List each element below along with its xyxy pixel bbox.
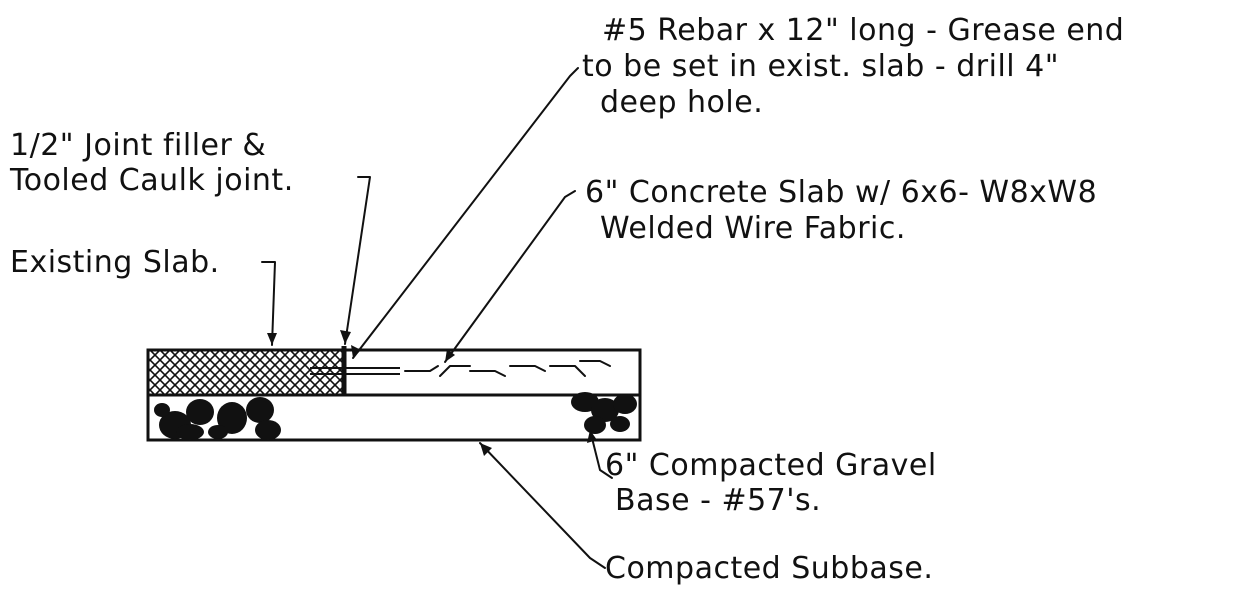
svg-text:1/2" Joint filler &: 1/2" Joint filler & <box>10 128 266 163</box>
rebar-leader <box>352 67 579 359</box>
subbase-leader <box>479 442 606 569</box>
concrete-arrowhead <box>445 349 455 362</box>
svg-text:Tooled Caulk joint.: Tooled Caulk joint. <box>9 163 294 198</box>
existing-note: Existing Slab. <box>10 245 220 280</box>
svg-text:6" Compacted Gravel: 6" Compacted Gravel <box>605 448 937 483</box>
svg-text:Existing Slab.: Existing Slab. <box>10 245 220 280</box>
svg-text:#5 Rebar x 12" long - Grease e: #5 Rebar x 12" long - Grease end <box>602 13 1124 48</box>
joint-leader <box>344 176 371 345</box>
joint-arrowhead <box>340 330 351 344</box>
concrete-slab <box>342 348 642 397</box>
svg-text:deep hole.: deep hole. <box>600 85 763 120</box>
joint-note: 1/2" Joint filler & Tooled Caulk joint. <box>9 128 294 198</box>
svg-text:Base - #57's.: Base - #57's. <box>615 483 821 518</box>
existing-arrowhead <box>267 333 277 345</box>
rebar-arrowhead <box>351 345 361 358</box>
existing-slab <box>146 348 346 397</box>
rebar-dowel <box>310 367 400 375</box>
gravel-stones-left <box>154 397 281 440</box>
concrete-note: 6" Concrete Slab w/ 6x6- W8xW8 Welded Wi… <box>585 175 1097 246</box>
welded-wire-fabric <box>404 360 611 377</box>
concrete-leader <box>444 190 576 363</box>
svg-text:Compacted Subbase.: Compacted Subbase. <box>605 551 933 586</box>
subbase-note: Compacted Subbase. <box>605 551 933 586</box>
svg-text:Welded Wire Fabric.: Welded Wire Fabric. <box>600 211 906 246</box>
rebar-note: #5 Rebar x 12" long - Grease end to be s… <box>582 13 1124 120</box>
svg-text:6" Concrete Slab w/ 6x6- W8xW8: 6" Concrete Slab w/ 6x6- W8xW8 <box>585 175 1097 210</box>
existing-leader <box>261 261 276 346</box>
gravel-leader <box>589 429 613 479</box>
subbase-arrowhead <box>480 443 492 456</box>
svg-text:to be set in exist. slab - dri: to be set in exist. slab - drill 4" <box>582 49 1059 84</box>
gravel-note: 6" Compacted Gravel Base - #57's. <box>605 448 937 518</box>
gravel-arrowhead <box>587 430 597 443</box>
